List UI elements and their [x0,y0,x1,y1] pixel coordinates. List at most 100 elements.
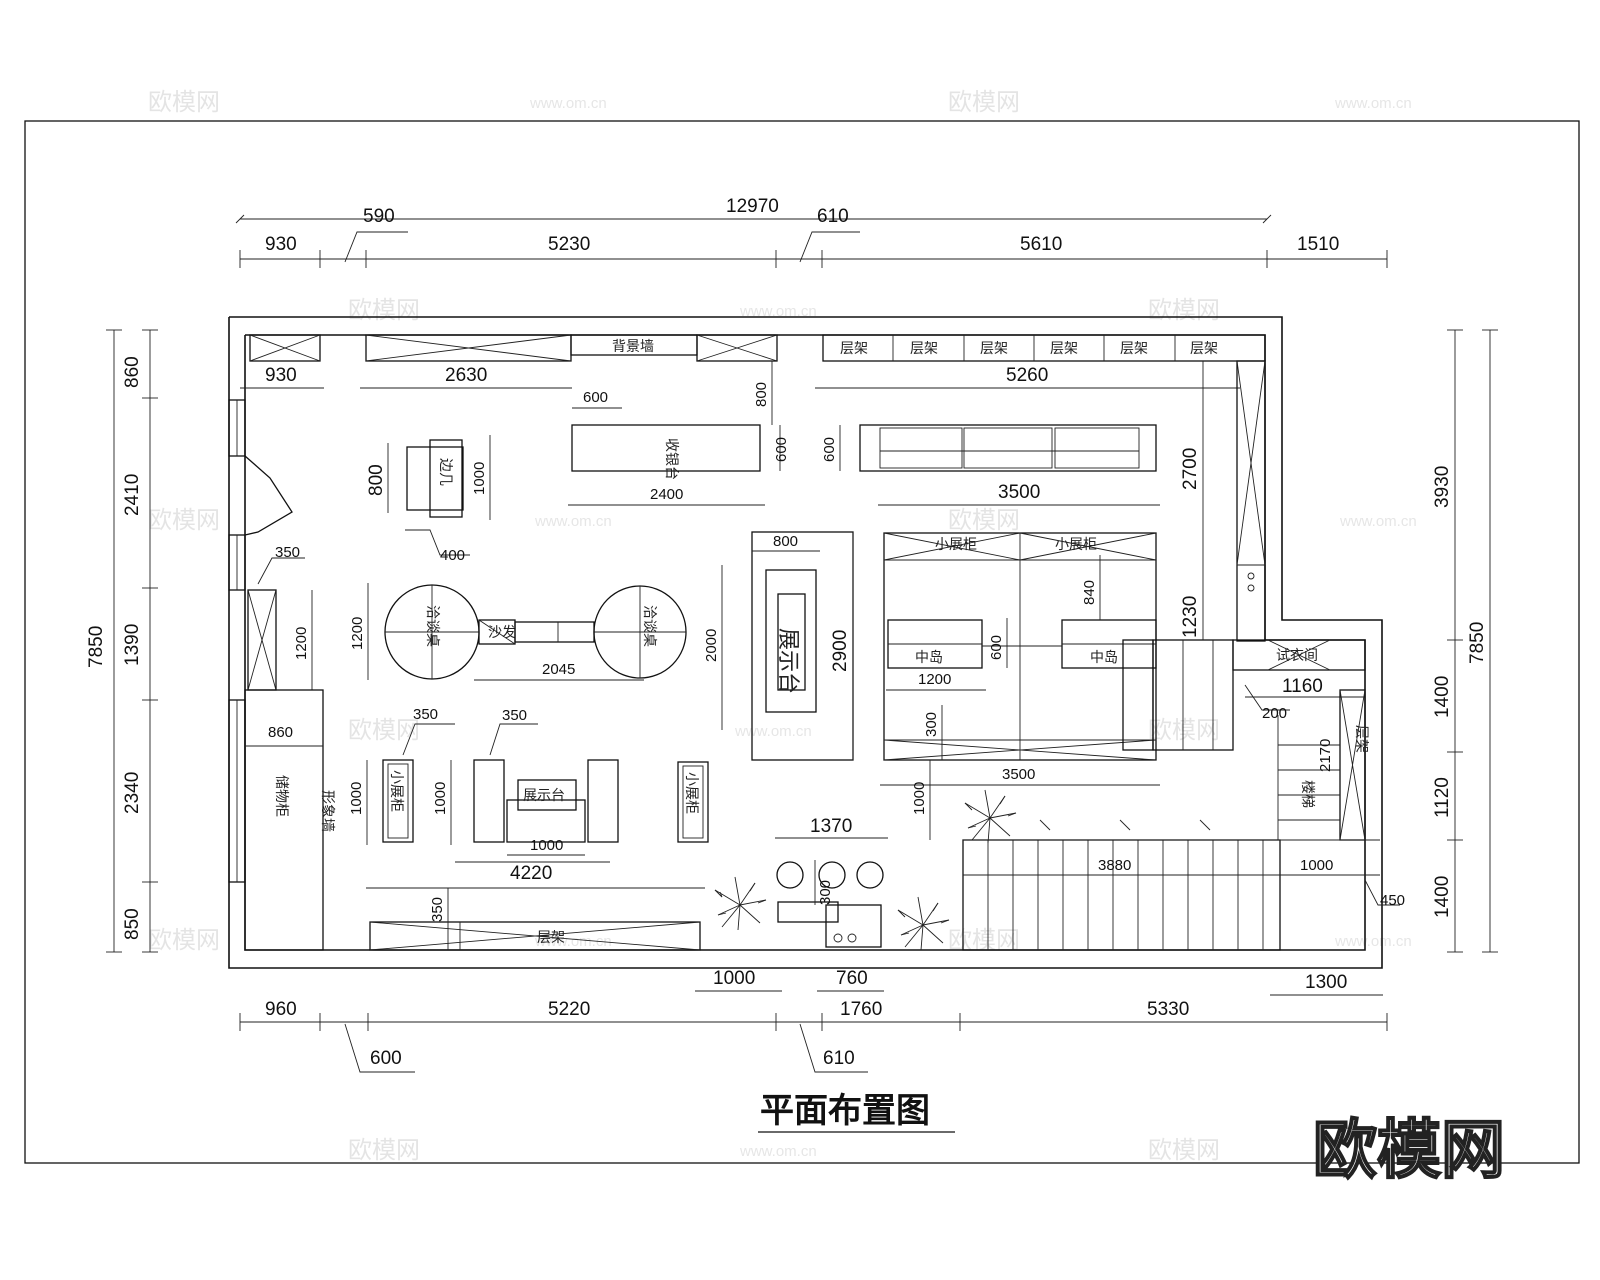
label-shelf: 层架 [840,340,868,356]
label-stairs: 楼梯 [1300,780,1316,808]
dim-1370: 1370 [810,816,852,837]
label-round-table: 洽谈桌 [425,605,441,647]
dim-1000b: 1000 [911,782,928,815]
dim-top-610: 610 [817,206,849,227]
label-small-cabinet: 小展柜 [684,772,700,814]
watermark-brand: 欧模网 [148,927,220,954]
watermark-url: www.om.cn [734,723,812,740]
label-shelf: 层架 [1354,725,1370,753]
dim-600c: 600 [821,437,838,462]
dim-800c: 800 [773,533,798,550]
label-small-cabinet: 小展柜 [389,770,405,812]
dim-2900: 2900 [830,630,851,672]
entry-door [244,455,293,536]
dim-200: 200 [1262,705,1287,722]
interior-dimensions-upper: 930 2630 5260 600 800 收银台 600 2400 600 3… [240,360,1266,642]
storage-wall-cabinet [244,689,324,951]
label-center-table: 中岛 [1090,649,1118,665]
dim-2000: 2000 [703,629,720,662]
dim-1200b: 1200 [349,617,366,650]
stair-treads [987,840,1264,950]
label-center-table: 中岛 [915,649,943,665]
watermark-brand: 欧模网 [348,717,420,744]
label-feature-wall: 形象墙 [320,790,336,832]
dim-left-total: 7850 [86,626,107,668]
plant-icon [714,789,1017,951]
dim-1000a: 1000 [471,462,488,495]
dim-1000d: 1000 [432,782,449,815]
dim-400: 400 [440,547,465,564]
watermark-brand: 欧模网 [348,297,420,324]
dim-left-2410: 2410 [122,474,143,516]
dim-1230: 1230 [1180,596,1201,638]
stair-run: 3880 1000 450 [962,819,1405,951]
label-small-cabinet: 小展柜 [1055,536,1097,552]
dim-2170: 2170 [1317,739,1334,772]
dim-600b: 600 [773,437,790,462]
label-shelf: 层架 [1120,340,1148,356]
label-shelf: 层架 [537,929,565,945]
watermark-layer: 欧模网 www.om.cn 欧模网 www.om.cn 欧模网 www.om.c… [148,89,1417,1164]
cashier-counter [571,424,761,472]
side-table [406,446,464,511]
dim-left-1390: 1390 [122,624,143,666]
dim-bottom-5330: 5330 [1147,999,1189,1020]
dim-800a: 800 [753,382,770,407]
watermark-url: www.om.cn [1339,513,1417,530]
dim-3880: 3880 [1098,857,1131,874]
right-tall-cabinet [1236,360,1266,642]
label-display-table: 展示台 [523,787,565,803]
label-small-cabinet: 小展柜 [935,536,977,552]
dim-350b: 350 [413,706,438,723]
dim-total-top: 12970 [726,196,779,217]
dim-right-3930: 3930 [1432,466,1453,508]
watermark-brand: 欧模网 [1148,1137,1220,1164]
dim-600d: 600 [988,635,1005,660]
side-table [429,439,463,518]
dim-1160: 1160 [1282,676,1323,697]
left-wall-zone: 350 1200 860 储物柜 形象墙 [244,544,336,951]
watermark-brand: 欧模网 [1148,297,1220,324]
dim-right-total: 7850 [1467,622,1488,664]
label-fitting: 试衣间 [1276,647,1318,663]
top-dimension-chain: 12970 930 5230 5610 1510 590 610 [235,196,1388,268]
dim-bottom-610: 610 [823,1048,855,1069]
watermark-brand: 欧模网 [148,507,220,534]
left-dimension-chain: 7850 860 2410 1390 2340 850 [86,329,158,953]
watermark-url: www.om.cn [534,513,612,530]
center-island: 展示台 800 2900 [751,531,854,761]
label-shelf: 层架 [980,340,1008,356]
dim-bottom-1000: 1000 [713,968,755,989]
dim-top-1510: 1510 [1297,234,1339,255]
brand-logo: 欧模网 [1313,1114,1505,1186]
dim-2630: 2630 [445,365,487,386]
dim-300b: 300 [817,880,834,905]
dim-2045: 2045 [542,661,575,678]
dim-350a: 350 [275,544,300,561]
dim-2400: 2400 [650,486,683,503]
dim-bottom-760: 760 [836,968,868,989]
watermark-brand: 欧模网 [1148,717,1220,744]
dim-1200c: 1200 [918,671,951,688]
dim-3500b: 3500 [1002,766,1035,783]
watermark-url: www.om.cn [739,1143,817,1160]
watermark-url: www.om.cn [739,303,817,320]
small-display-cabinet [382,759,414,843]
dim-930: 930 [265,365,297,386]
dim-350d: 350 [429,897,446,922]
watermark-url: www.om.cn [1334,95,1412,112]
fitting-zone: 小展柜 小展柜 中岛 中岛 600 1200 840 300 3500 1000 [880,532,1160,840]
label-bg-wall: 背景墙 [612,338,654,354]
drawing-title: 平面布置图 [760,1092,930,1130]
dim-bottom-600: 600 [370,1048,402,1069]
dim-top-590: 590 [363,206,395,227]
dim-left-850: 850 [122,908,143,940]
display-stands: 350 350 小展柜 1000 展示台 1000 1000 4220 小展柜 [348,706,709,884]
label-side-table: 边几 [438,458,454,486]
small-display-cabinet [677,761,709,843]
dim-bottom-1300: 1300 [1305,972,1347,993]
dim-right-1400a: 1400 [1432,676,1453,718]
dim-right-1120: 1120 [1432,777,1453,818]
drawing-frame [24,120,1580,1164]
dim-600a: 600 [583,389,608,406]
